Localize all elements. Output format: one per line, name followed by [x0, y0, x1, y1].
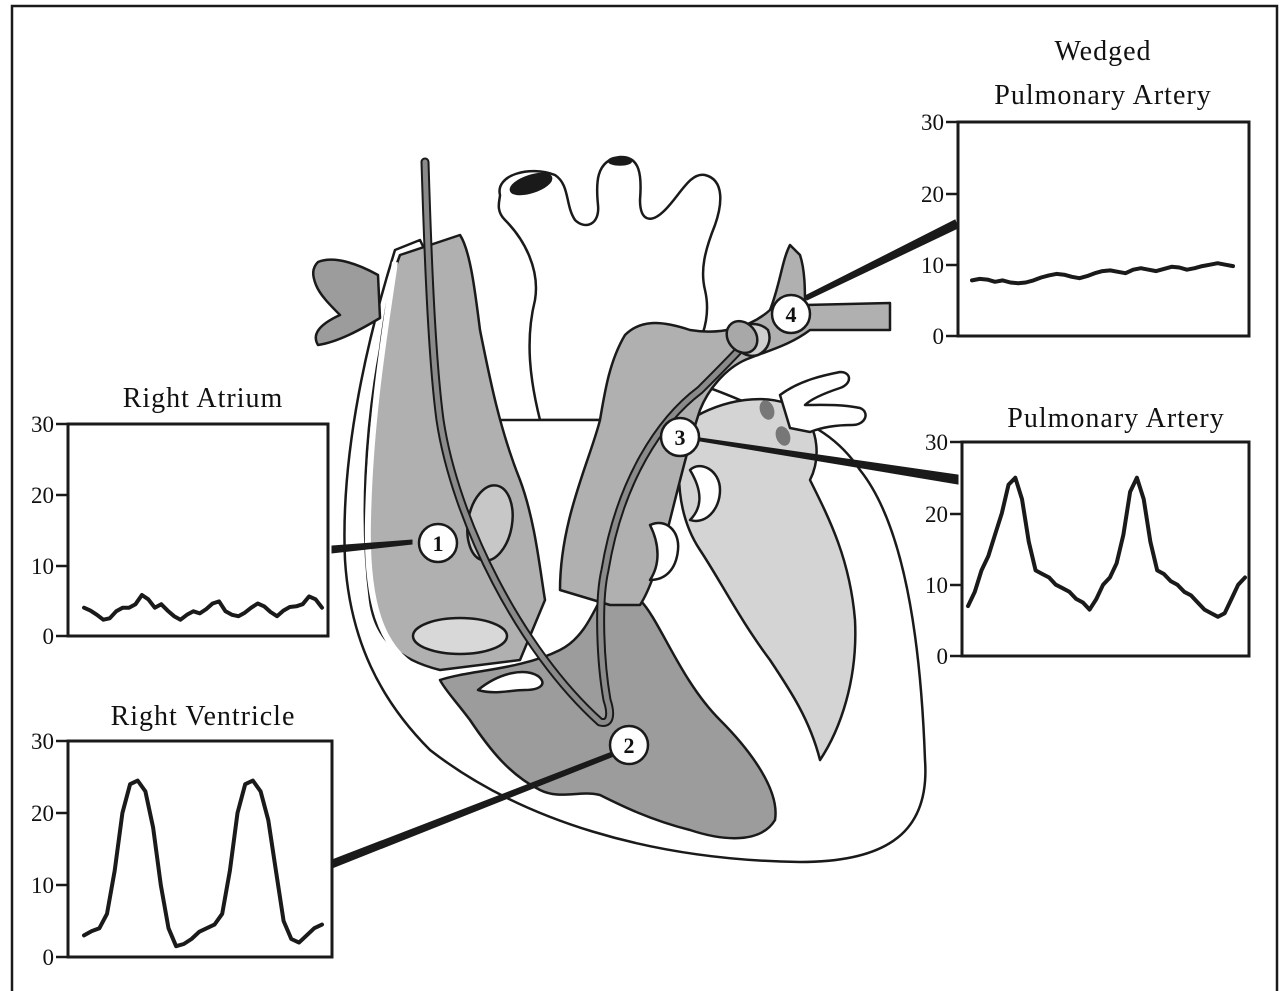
- plot-frame: [68, 741, 332, 957]
- plot-frame: [958, 122, 1249, 336]
- panel-right-ventricle: Right Ventricle 30 20 10 0: [31, 701, 332, 970]
- marker-label: 1: [433, 531, 444, 556]
- panel-title: Right Atrium: [123, 383, 284, 414]
- panel-title-line2: Pulmonary Artery: [994, 80, 1211, 111]
- panel-right-atrium: Right Atrium 30 20 10 0: [31, 383, 328, 649]
- ivc-opening: [413, 618, 507, 654]
- y-tick-label: 0: [43, 624, 55, 649]
- marker-label: 2: [624, 733, 635, 758]
- y-tick-label: 10: [921, 253, 944, 278]
- y-tick-label: 20: [921, 182, 944, 207]
- panel-title: Right Ventricle: [111, 701, 296, 732]
- y-tick-label: 20: [31, 483, 54, 508]
- marker-3: 3: [661, 418, 699, 456]
- marker-1: 1: [419, 524, 457, 562]
- y-tick-label: 30: [31, 412, 54, 437]
- y-tick-label: 0: [933, 324, 945, 349]
- y-tick-label: 10: [31, 554, 54, 579]
- marker-label: 3: [675, 425, 686, 450]
- marker-4: 4: [772, 295, 810, 333]
- y-tick-label: 30: [925, 430, 948, 455]
- marker-2: 2: [610, 726, 648, 764]
- panel-pulmonary-artery: Pulmonary Artery 30 20 10 0: [925, 403, 1249, 669]
- y-tick-label: 10: [925, 573, 948, 598]
- y-tick-label: 20: [31, 801, 54, 826]
- y-tick-label: 10: [31, 873, 54, 898]
- plot-frame: [962, 442, 1249, 656]
- aorta-opening-top: [609, 158, 631, 165]
- y-tick-label: 30: [921, 110, 944, 135]
- panel-title: Pulmonary Artery: [1007, 403, 1224, 434]
- plot-frame: [68, 424, 328, 636]
- y-tick-label: 0: [43, 945, 55, 970]
- y-tick-label: 0: [937, 644, 949, 669]
- y-tick-label: 30: [31, 729, 54, 754]
- y-tick-label: 20: [925, 502, 948, 527]
- marker-label: 4: [786, 302, 797, 327]
- panel-title-line1: Wedged: [1054, 36, 1151, 67]
